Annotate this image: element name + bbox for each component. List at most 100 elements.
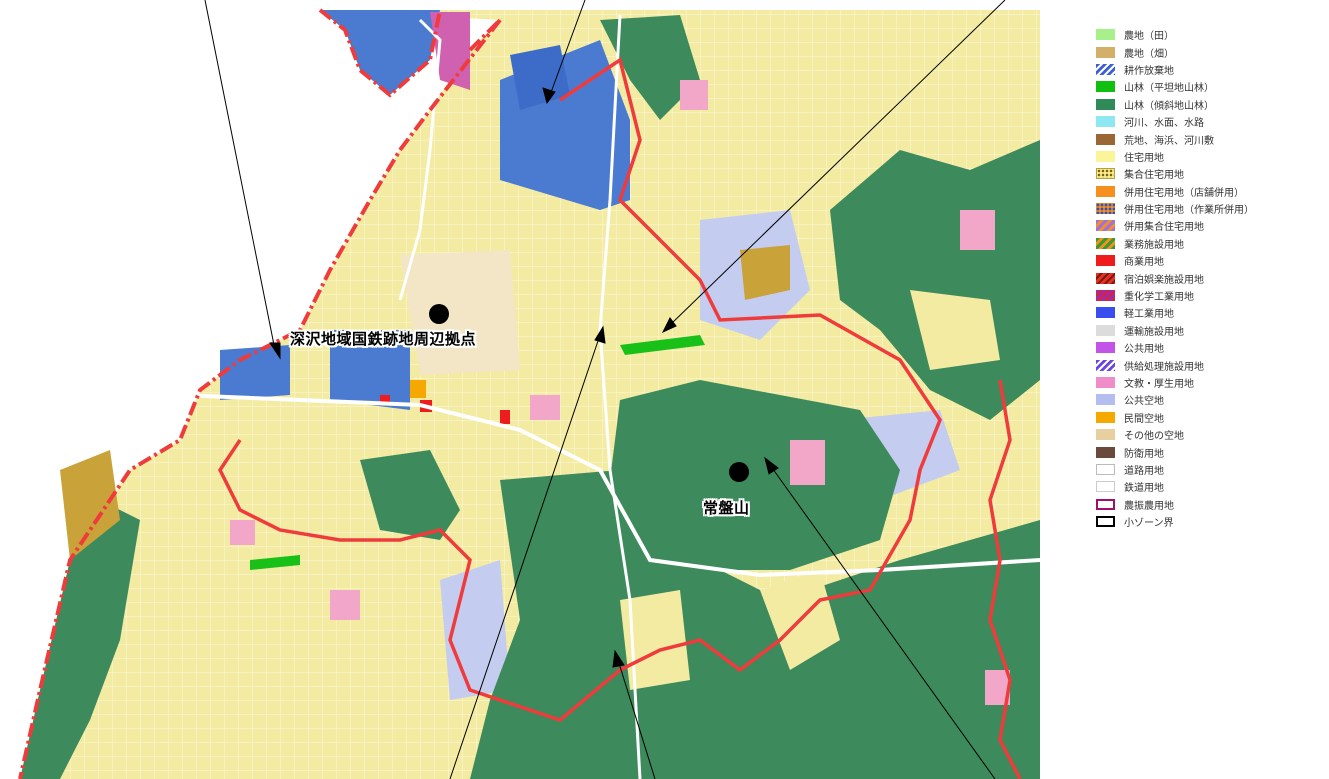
forest-south (470, 470, 1040, 779)
legend-label: 河川、水面、水路 (1124, 118, 1204, 130)
legend-swatch (1096, 116, 1115, 128)
legend-row: 住宅用地 (1096, 148, 1326, 165)
private-open-lot (410, 380, 426, 398)
arrow-line-5 (617, 659, 656, 779)
forest-north-strip (600, 15, 700, 120)
legend-label: 住宅用地 (1124, 152, 1164, 164)
legend-row: 農地（畑） (1096, 43, 1326, 60)
legend-row: 集合住宅用地 (1096, 165, 1326, 182)
tokiwayama-marker (729, 462, 749, 482)
legend-swatch (1096, 463, 1115, 475)
forest-west (20, 500, 140, 779)
legend-swatch (1096, 237, 1115, 249)
legend-row: 併用住宅用地（店舗併用） (1096, 183, 1326, 200)
railway-site-lot (400, 250, 520, 375)
arrow-head-2 (542, 87, 556, 105)
leader-arrows (204, 0, 1006, 779)
education-area-6 (230, 520, 255, 545)
legend-row: 鉄道用地 (1096, 478, 1326, 495)
legend-label: 集合住宅用地 (1124, 170, 1184, 182)
legend-swatch (1096, 394, 1115, 406)
legend-row: 農振農用地 (1096, 496, 1326, 513)
legend-row: 供給処理施設用地 (1096, 356, 1326, 373)
farmland-east (740, 245, 790, 300)
east-boundary-line (988, 379, 1022, 779)
arrow-head-4 (594, 325, 606, 344)
legend-swatch (1096, 429, 1115, 441)
legend-row: 併用集合住宅用地 (1096, 217, 1326, 234)
legend-row: 公共用地 (1096, 339, 1326, 356)
legend-label: 軽工業用地 (1124, 309, 1174, 321)
commercial-lot-3 (380, 395, 390, 405)
arrow-line-2 (549, 0, 586, 96)
legend-label: 併用住宅用地（店舗併用） (1124, 187, 1244, 199)
legend-row: 小ゾーン界 (1096, 513, 1326, 530)
legend-row: 山林（平坦地山林） (1096, 78, 1326, 95)
legend-swatch (1096, 307, 1115, 319)
legend-label: 供給処理施設用地 (1124, 361, 1204, 373)
education-area-2 (530, 395, 560, 420)
legend-row: 道路用地 (1096, 461, 1326, 478)
legend-label: 農地（畑） (1124, 48, 1174, 60)
flat-forest-strip (620, 335, 705, 355)
legend-row: 併用住宅用地（作業所併用） (1096, 200, 1326, 217)
legend-label: 商業用地 (1124, 257, 1164, 269)
legend-label: 民間空地 (1124, 413, 1164, 425)
legend-swatch (1096, 63, 1115, 75)
main-road (179, 393, 1040, 578)
legend-row: 公共空地 (1096, 391, 1326, 408)
legend-label: 業務施設用地 (1124, 239, 1184, 251)
legend-swatch (1096, 516, 1115, 528)
arrow-head-1 (269, 342, 281, 360)
legend-swatch (1096, 498, 1115, 510)
legend-label: 山林（傾斜地山林） (1124, 100, 1214, 112)
district-boundary-line (217, 57, 942, 722)
map-legend: 農地（田）農地（畑）耕作放棄地山林（平坦地山林）山林（傾斜地山林）河川、水面、水… (1096, 26, 1326, 530)
industrial-block-north-2 (510, 45, 570, 110)
forest-tokiwayama (610, 380, 900, 570)
forest-central (360, 450, 460, 540)
legend-swatch (1096, 290, 1115, 302)
legend-label: 耕作放棄地 (1124, 65, 1174, 77)
industrial-fukasawa (330, 330, 410, 410)
legend-label: 荒地、海浜、河川敷 (1124, 135, 1214, 147)
legend-label: 宿泊娯楽施設用地 (1124, 274, 1204, 286)
legend-swatch (1096, 446, 1115, 458)
legend-row: 民間空地 (1096, 409, 1326, 426)
commercial-lot-2 (500, 410, 510, 424)
industrial-area-north (320, 10, 440, 95)
arrow-line-4 (449, 334, 601, 779)
arrow-line-3 (669, 0, 1006, 326)
legend-label: 道路用地 (1124, 465, 1164, 477)
tokiwayama-label: 常盤山 (703, 499, 750, 517)
legend-swatch (1096, 324, 1115, 336)
legend-swatch (1096, 411, 1115, 423)
legend-swatch (1096, 342, 1115, 354)
legend-swatch (1096, 29, 1115, 41)
legend-row: 防衛用地 (1096, 443, 1326, 460)
land-use-map: 深沢地域国鉄跡地周辺拠点 常盤山 (18, 0, 1040, 779)
legend-row: 宿泊娯楽施設用地 (1096, 269, 1326, 286)
legend-label: その他の空地 (1124, 431, 1184, 443)
education-area-north (430, 12, 470, 90)
arrow-line-1 (204, 0, 276, 351)
legend-swatch (1096, 359, 1115, 371)
arrow-head-5 (612, 649, 625, 668)
legend-label: 重化学工業用地 (1124, 292, 1194, 304)
legend-row: 軽工業用地 (1096, 304, 1326, 321)
legend-swatch (1096, 377, 1115, 388)
fukasawa-label: 深沢地域国鉄跡地周辺拠点 (290, 330, 477, 348)
arrow-line-6 (769, 464, 996, 779)
legend-swatch (1096, 98, 1115, 110)
legend-swatch (1096, 220, 1115, 232)
legend-label: 小ゾーン界 (1124, 518, 1174, 530)
legend-label: 農振農用地 (1124, 500, 1174, 512)
legend-row: 文教・厚生用地 (1096, 374, 1326, 391)
legend-label: 防衛用地 (1124, 448, 1164, 460)
legend-row: 荒地、海浜、河川敷 (1096, 130, 1326, 147)
legend-swatch (1096, 133, 1115, 145)
arrow-head-3 (661, 317, 677, 334)
legend-label: 併用住宅用地（作業所併用） (1124, 205, 1254, 217)
legend-swatch (1096, 185, 1115, 197)
legend-label: 山林（平坦地山林） (1124, 83, 1214, 95)
